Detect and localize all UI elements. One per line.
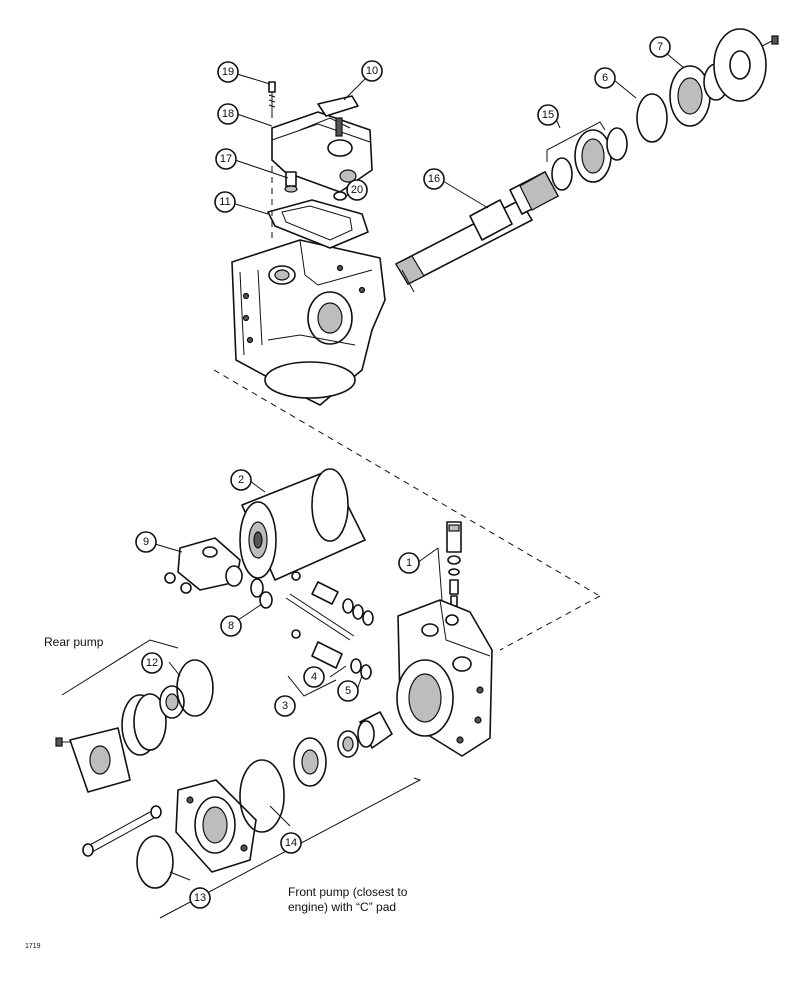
front-pump-label-line2: engine) with “C” pad [288, 900, 396, 914]
svg-text:4: 4 [311, 671, 317, 683]
svg-text:7: 7 [657, 41, 663, 53]
svg-text:16: 16 [428, 173, 440, 185]
rear-pump-label: Rear pump [44, 635, 104, 649]
svg-text:3: 3 [282, 700, 288, 712]
callout-1: 1 [398, 552, 420, 574]
rear-pump-o-ring [176, 659, 214, 717]
svg-text:11: 11 [219, 196, 230, 208]
svg-text:20: 20 [351, 184, 363, 196]
svg-text:8: 8 [228, 620, 234, 632]
callout-4: 4 [303, 666, 325, 688]
svg-text:18: 18 [222, 108, 234, 120]
front-pump-label-line1: Front pump (closest to [288, 885, 408, 899]
front-pump-adapter [175, 779, 257, 873]
relief-valve-upper [291, 571, 374, 626]
shaft-seal [669, 28, 779, 127]
group-15-bracket [546, 121, 606, 162]
rear-pump-disc [121, 693, 167, 756]
front-pump-bracket [159, 777, 422, 919]
callout-2: 2 [230, 469, 252, 491]
svg-text:12: 12 [146, 657, 158, 669]
through-bolt [82, 805, 162, 857]
filter-element [239, 468, 366, 581]
callout-13: 13 [189, 887, 211, 909]
callout-15: 15 [537, 104, 559, 126]
callout-19: 19 [217, 61, 239, 83]
drive-shaft [395, 171, 559, 293]
front-pump-o-ring [136, 835, 174, 889]
svg-text:2: 2 [238, 474, 244, 486]
svg-text:17: 17 [220, 153, 232, 165]
svg-text:14: 14 [285, 837, 297, 849]
small-o-ring [259, 591, 273, 609]
rear-pump-plate [55, 727, 131, 793]
alignment-line [499, 595, 601, 651]
o-ring [333, 191, 347, 201]
callout-5: 5 [337, 680, 359, 702]
cap-screw [268, 81, 276, 118]
svg-text:19: 19 [222, 66, 234, 78]
callout-7: 7 [649, 36, 671, 58]
svg-text:13: 13 [194, 892, 206, 904]
rear-pump-bracket [61, 639, 179, 696]
svg-text:6: 6 [602, 72, 608, 84]
group-1-bracket [437, 547, 443, 601]
callout-12: 12 [141, 652, 163, 674]
figure-id: 1719 [25, 943, 41, 950]
control-cover [271, 111, 373, 193]
front-pump-disc [293, 737, 327, 787]
group-3-bracket [287, 675, 337, 697]
upper-pump-housing [231, 239, 386, 406]
front-pump-large-o-ring [239, 759, 285, 833]
gasket [267, 199, 369, 249]
callout-18: 18 [217, 103, 239, 125]
callout-8: 8 [220, 615, 242, 637]
callout-3: 3 [274, 695, 296, 717]
svg-text:15: 15 [542, 109, 554, 121]
callout-11: 11 [214, 191, 236, 213]
callout-17: 17 [215, 148, 237, 170]
bracket [317, 95, 359, 137]
svg-text:10: 10 [366, 65, 378, 77]
svg-text:5: 5 [345, 685, 351, 697]
svg-text:9: 9 [143, 536, 149, 548]
alignment-line [213, 369, 599, 596]
callout-20: 20 [346, 179, 368, 201]
callout-16: 16 [423, 168, 445, 190]
coupling [337, 711, 393, 758]
plug [284, 171, 298, 193]
rear-pump-bushing [159, 685, 185, 719]
callout-10: 10 [361, 60, 383, 82]
relief-valve-lower [291, 629, 372, 680]
callout-9: 9 [135, 531, 157, 553]
valve-cartridge [446, 521, 462, 607]
svg-text:1: 1 [406, 557, 412, 569]
callout-14: 14 [280, 832, 302, 854]
rod [285, 593, 355, 641]
seal-ring [636, 93, 668, 143]
bearing [551, 127, 628, 191]
callout-6: 6 [594, 67, 616, 89]
lower-pump-housing [396, 599, 493, 757]
filter-head [164, 537, 264, 598]
